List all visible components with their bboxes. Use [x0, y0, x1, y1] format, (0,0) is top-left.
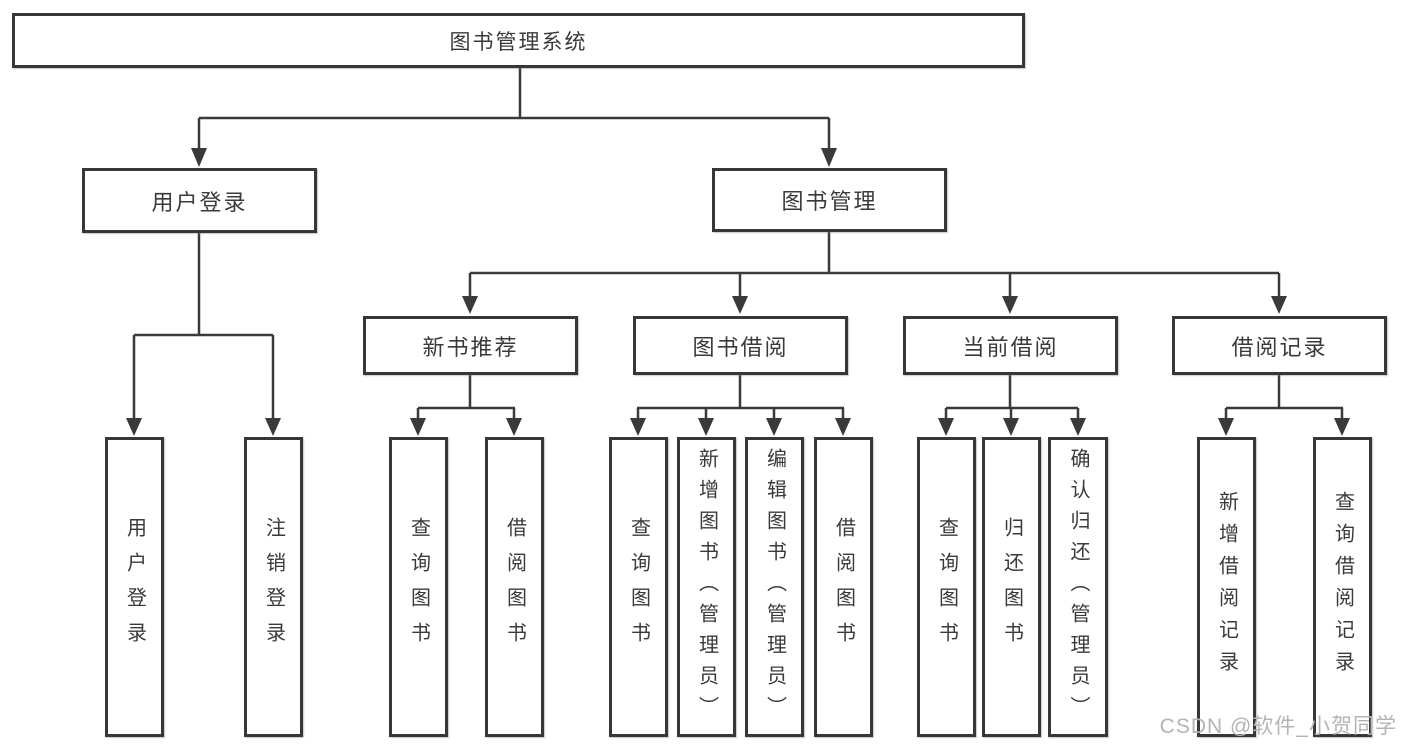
arrowhead: [1002, 296, 1018, 314]
node-new-book-recommend: 新书推荐: [363, 316, 578, 375]
connector-borrow-record-to-leaves: [1218, 374, 1350, 436]
arrowhead: [698, 418, 714, 436]
node-label: 图书管理: [781, 189, 878, 214]
arrowhead: [1218, 418, 1234, 436]
arrowhead: [265, 418, 281, 436]
node-label: 新书推荐: [422, 334, 519, 360]
node-book-borrow: 图书借阅: [633, 316, 848, 375]
connector-book-borrow-to-leaves: [630, 374, 851, 436]
node-label: 新增借阅记录: [1215, 491, 1238, 683]
node-label: 借阅图书: [503, 517, 526, 657]
node-label: 用户登录: [123, 517, 146, 657]
arrowhead: [821, 148, 837, 167]
node-label: 借阅记录: [1231, 334, 1328, 360]
arrowhead: [1070, 418, 1086, 436]
node-leaf-query-books-borrow: 查询图书: [609, 437, 668, 737]
connector-root-to-level2: [191, 67, 837, 167]
node-label: 图书借阅: [692, 334, 789, 360]
node-leaf-return-book: 归还图书: [982, 437, 1041, 737]
connector-new-book-recommend-to-leaves: [410, 374, 522, 436]
arrowhead: [506, 418, 522, 436]
connector-current-borrow-to-leaves: [938, 374, 1086, 436]
node-label: 查询图书: [407, 517, 430, 657]
arrowhead: [462, 296, 478, 314]
csdn-watermark: CSDN @软件_小贺同学: [1159, 715, 1397, 738]
arrowhead: [938, 418, 954, 436]
arrowhead: [630, 418, 646, 436]
arrowhead: [1334, 418, 1350, 436]
node-leaf-edit-book-admin: 编辑图书（管理员）: [745, 437, 804, 737]
arrowhead: [766, 418, 782, 436]
node-label: 图书管理系统: [449, 30, 588, 54]
node-leaf-query-books-current: 查询图书: [917, 437, 976, 737]
node-borrow-record: 借阅记录: [1172, 316, 1387, 375]
arrowhead: [191, 148, 207, 167]
node-leaf-confirm-return-admin: 确认归还（管理员）: [1048, 437, 1108, 737]
arrowhead: [835, 418, 851, 436]
arrowhead: [732, 296, 748, 314]
node-label: 编辑图书（管理员）: [763, 447, 786, 727]
node-leaf-borrow-books: 借阅图书: [814, 437, 873, 737]
arrowhead: [410, 418, 426, 436]
node-leaf-logout-login: 注销登录: [244, 437, 303, 737]
node-label: 确认归还（管理员）: [1067, 447, 1089, 727]
node-label: 查询图书: [627, 517, 650, 657]
node-leaf-add-book-admin: 新增图书（管理员）: [677, 437, 736, 737]
node-leaf-query-books-recommend: 查询图书: [389, 437, 448, 737]
node-label: 新增图书（管理员）: [695, 447, 718, 727]
connector-book-management-to-level3: [462, 231, 1287, 314]
node-label: 查询图书: [935, 517, 958, 657]
node-label: 查询借阅记录: [1331, 491, 1354, 683]
node-label: 注销登录: [262, 517, 285, 657]
connector-user-login-to-leaves: [126, 232, 281, 436]
node-user-login: 用户登录: [82, 168, 317, 233]
node-leaf-borrow-books-recommend: 借阅图书: [485, 437, 544, 737]
node-leaf-query-borrow-record: 查询借阅记录: [1313, 437, 1372, 737]
node-label: 归还图书: [1000, 517, 1023, 657]
node-leaf-add-borrow-record: 新增借阅记录: [1197, 437, 1256, 737]
node-label: 当前借阅: [962, 334, 1059, 360]
node-leaf-user-login: 用户登录: [105, 437, 164, 737]
node-current-borrow: 当前借阅: [903, 316, 1118, 375]
arrowhead: [1271, 296, 1287, 314]
node-library-management-system: 图书管理系统: [12, 13, 1025, 68]
node-book-management: 图书管理: [712, 168, 947, 232]
arrowhead: [126, 418, 142, 436]
arrowhead: [1003, 418, 1019, 436]
node-label: 借阅图书: [832, 517, 855, 657]
node-label: 用户登录: [151, 189, 248, 215]
